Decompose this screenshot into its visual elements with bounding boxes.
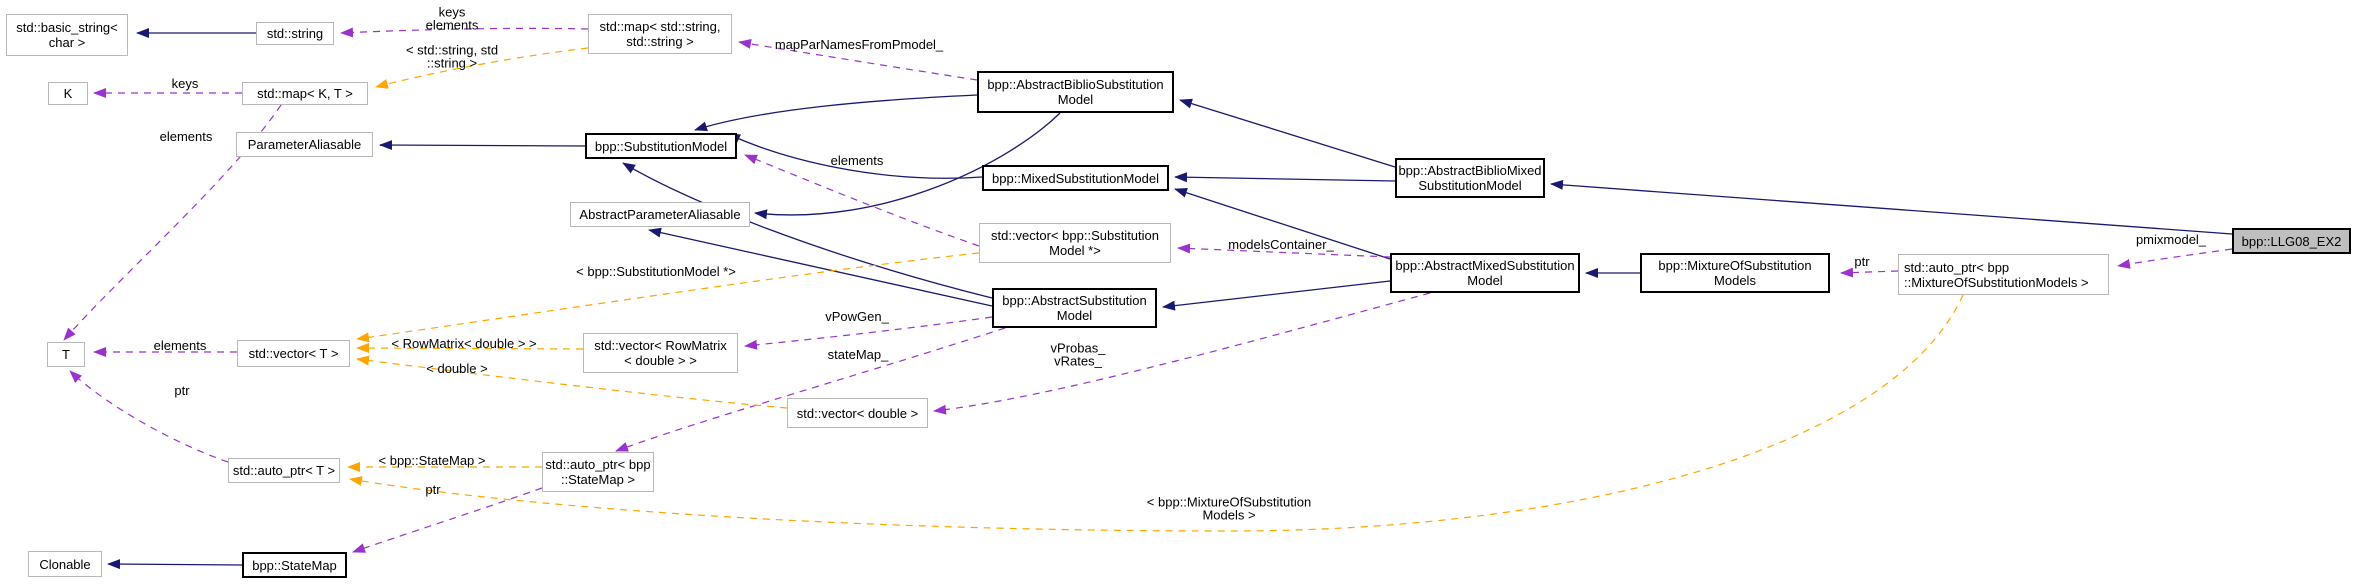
class-node-label: ParameterAliasable <box>247 137 362 152</box>
edge-abstract-biblio-substitution-model-to-abstract-parameter-aliasable <box>754 112 1061 220</box>
class-node-label: std::string > <box>626 34 694 49</box>
edge-abstract-biblio-mixed-substitution-model-to-abstract-biblio-substitution-model <box>1179 98 1396 168</box>
class-node-label: std::map< K, T > <box>257 86 353 101</box>
class-node-label: bpp::LLG08_EX2 <box>2241 233 2342 249</box>
class-node-label: std::map< std::string, <box>599 19 721 34</box>
class-node-label: bpp::MixtureOfSubstitution <box>1658 258 1812 273</box>
edge-abstract-substitution-model-to-abstract-parameter-aliasable <box>648 227 993 307</box>
class-node-label: std::auto_ptr< bpp <box>1904 259 2010 275</box>
edge-vector-rowmatrix-to-vector-t <box>356 343 584 354</box>
class-node-label: bpp::AbstractBiblioMixed <box>1398 163 1542 178</box>
class-node-label: bpp::AbstractSubstitution <box>1002 293 1147 308</box>
class-node-label: Model <box>1057 92 1094 107</box>
class-node-label: std::vector< double > <box>796 405 919 421</box>
edge-vector-substitution-model-to-vector-t <box>356 252 980 343</box>
class-node-label: Clonable <box>39 556 91 572</box>
edge-vector-substitution-model-to-substitution-model <box>744 154 980 247</box>
class-node-label: < double > > <box>624 353 697 368</box>
class-node-std-string: std::string <box>256 22 334 45</box>
edge-group <box>63 27 2233 570</box>
class-node-label: ::StateMap > <box>560 472 636 487</box>
class-node-label: Model <box>1467 273 1503 288</box>
class-node-parameter-aliasable: ParameterAliasable <box>236 132 373 157</box>
class-node-label: std::vector< T > <box>248 346 339 361</box>
class-node-auto-ptr-statemap: std::auto_ptr< bpp::StateMap > <box>542 452 654 492</box>
edge-abstract-mixed-substitution-model-to-vector-substitution-model <box>1177 243 1391 258</box>
class-node-label: bpp::AbstractBiblioSubstitution <box>987 77 1164 92</box>
class-node-map-k-t: std::map< K, T > <box>242 82 368 105</box>
class-node-llg08-ex2: bpp::LLG08_EX2 <box>2232 228 2351 254</box>
edge-abstract-mixed-substitution-model-to-mixed-substitution-model <box>1174 187 1391 260</box>
class-node-label: ::MixtureOfSubstitutionModels > <box>1904 274 2089 290</box>
class-node-label: std::auto_ptr< bpp <box>545 457 651 472</box>
class-node-mixed-substitution-model[interactable]: bpp::MixedSubstitutionModel <box>982 165 1169 191</box>
class-node-label: bpp::MixedSubstitutionModel <box>992 170 1159 186</box>
edge-auto-ptr-statemap-to-statemap <box>352 487 543 553</box>
class-node-label: std::auto_ptr< T > <box>232 463 336 478</box>
class-node-label: T <box>62 347 70 362</box>
class-node-map-string-string: std::map< std::string,std::string > <box>588 14 732 54</box>
edge-abstract-biblio-substitution-model-to-substitution-model <box>694 94 978 132</box>
class-node-auto-ptr-t: std::auto_ptr< T > <box>228 458 340 483</box>
class-node-label: bpp::SubstitutionModel <box>594 138 728 154</box>
edge-abstract-substitution-model-to-auto-ptr-statemap <box>615 327 1006 452</box>
edge-map-string-string-to-std-string <box>340 27 589 38</box>
edge-auto-ptr-mixture-to-mixture-of-substitution-models <box>1840 267 1899 278</box>
class-node-label: Models <box>1714 273 1756 288</box>
edge-abstract-substitution-model-to-substitution-model <box>622 162 993 299</box>
edge-abstract-biblio-substitution-model-to-map-string-string <box>738 39 978 81</box>
class-node-label: Model <box>1056 308 1093 323</box>
class-node-k: K <box>48 82 88 105</box>
edge-abstract-substitution-model-to-vector-rowmatrix <box>744 316 993 350</box>
class-node-statemap[interactable]: bpp::StateMap <box>242 552 347 578</box>
class-node-clonable: Clonable <box>28 551 102 577</box>
edge-abstract-biblio-mixed-substitution-model-to-mixed-substitution-model <box>1174 172 1396 183</box>
edge-llg08-ex2-to-auto-ptr-mixture <box>2117 248 2233 269</box>
edge-vector-double-to-vector-t <box>356 355 788 409</box>
class-node-basic-string: std::basic_string<char > <box>6 14 128 56</box>
class-node-label: char > <box>48 35 86 50</box>
edge-statemap-to-clonable <box>107 559 243 570</box>
class-node-vector-t: std::vector< T > <box>237 340 350 367</box>
class-node-label: K <box>63 86 73 101</box>
class-node-label: std::basic_string< <box>16 20 118 35</box>
class-node-label: std::vector< RowMatrix <box>594 338 727 353</box>
class-node-label: bpp::StateMap <box>252 557 337 573</box>
edge-abstract-mixed-substitution-model-to-abstract-substitution-model <box>1162 280 1391 311</box>
class-node-label: std::string <box>266 26 324 41</box>
edge-map-string-string-to-map-k-t <box>375 47 589 89</box>
class-node-substitution-model[interactable]: bpp::SubstitutionModel <box>585 133 737 159</box>
class-node-label: SubstitutionModel <box>1418 178 1522 193</box>
edge-llg08-ex2-to-abstract-biblio-mixed-substitution-model <box>1550 179 2233 235</box>
edge-substitution-model-to-parameter-aliasable <box>379 140 586 151</box>
edge-auto-ptr-mixture-to-auto-ptr-t <box>349 294 1964 532</box>
edge-mixed-substitution-model-to-substitution-model <box>727 133 983 179</box>
class-node-vector-double: std::vector< double > <box>787 398 928 428</box>
class-node-t: T <box>47 342 85 367</box>
class-node-label: bpp::AbstractMixedSubstitution <box>1395 258 1575 273</box>
class-node-label: std::vector< bpp::Substitution <box>990 228 1160 243</box>
class-node-vector-rowmatrix: std::vector< RowMatrix< double > > <box>583 333 738 373</box>
edge-abstract-mixed-substitution-model-to-vector-double <box>933 292 1431 415</box>
class-node-label: AbstractParameterAliasable <box>579 207 741 222</box>
class-node-abstract-parameter-aliasable: AbstractParameterAliasable <box>570 202 750 227</box>
class-node-auto-ptr-mixture: std::auto_ptr< bpp::MixtureOfSubstitutio… <box>1898 254 2109 295</box>
edge-auto-ptr-t-to-t <box>69 370 229 463</box>
class-node-label: Model *> <box>1049 243 1101 258</box>
